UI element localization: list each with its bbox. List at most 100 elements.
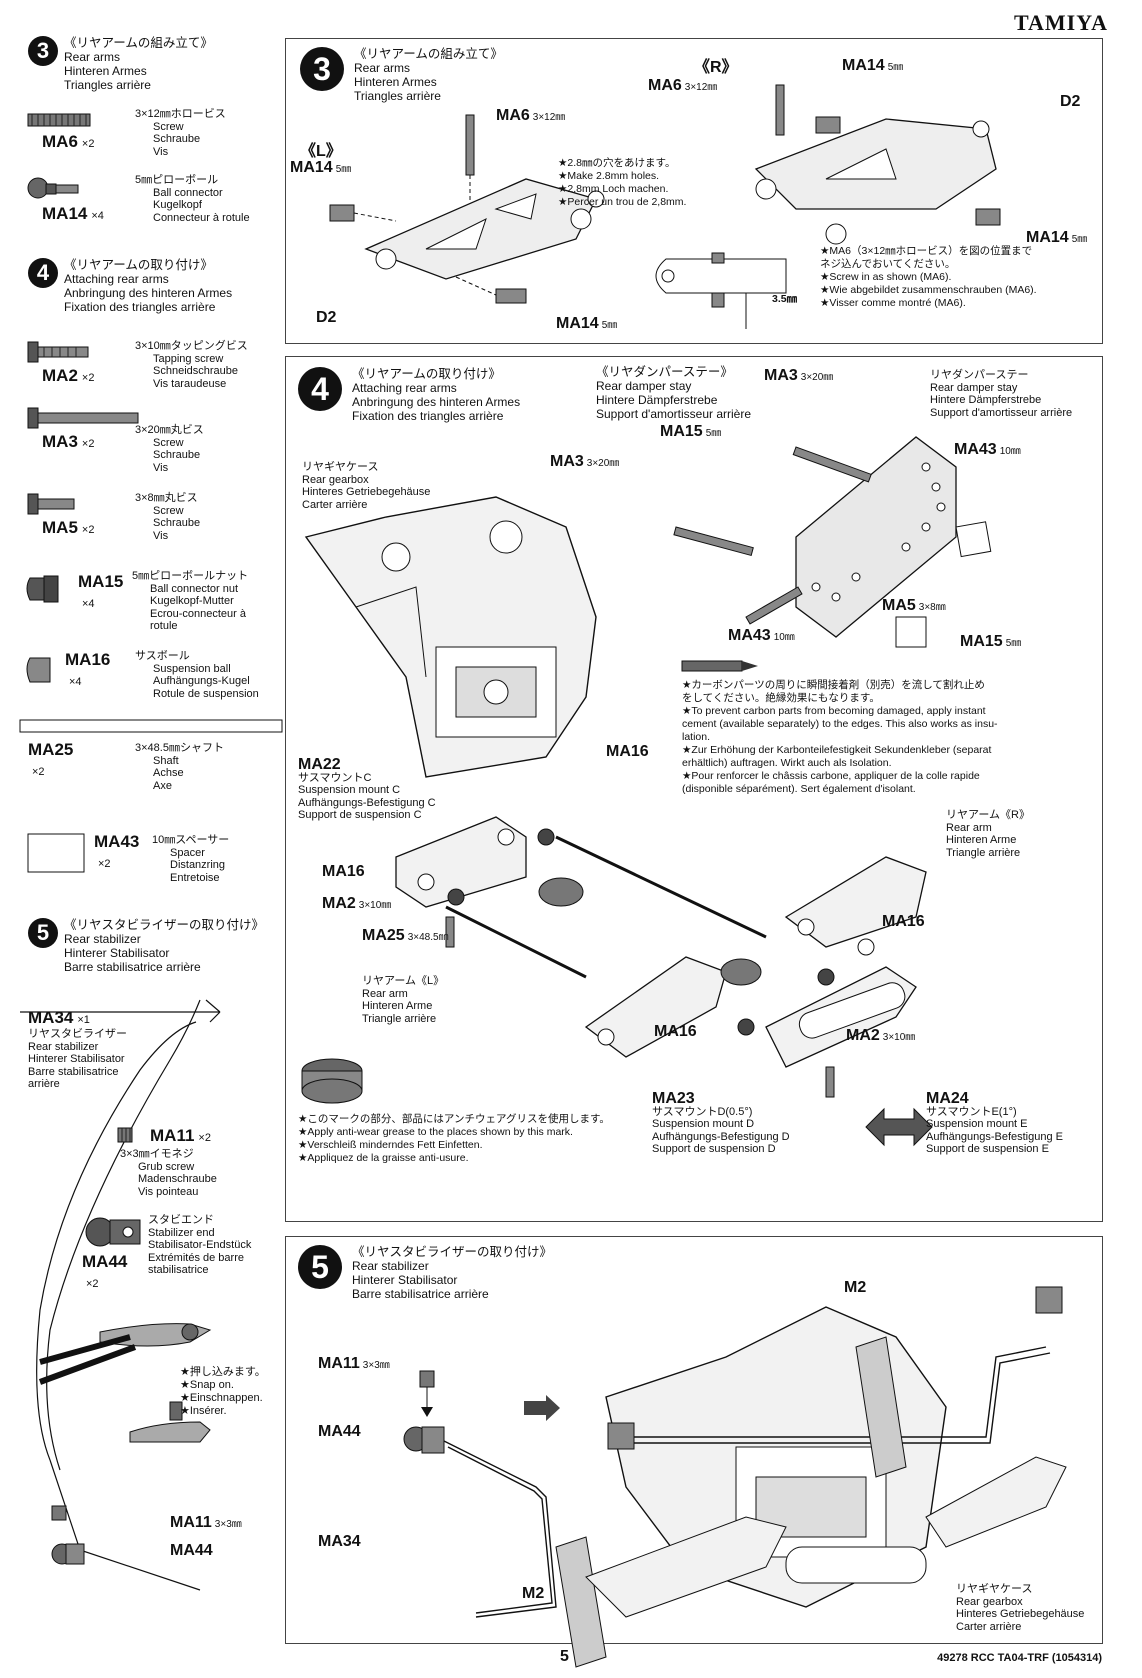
page-number: 5 (560, 1648, 569, 1665)
step-number-badge: 4 (28, 258, 58, 288)
part-qty: ×4 (91, 210, 104, 222)
heading-de: Hinteren Armes (354, 75, 437, 89)
label-ma3-top-size: 3×20㎜ (800, 372, 834, 383)
heading-fr: Triangles arrière (354, 89, 441, 103)
label-ma43-top-size: 10㎜ (999, 446, 1021, 457)
label-ma3-left: MA3 (550, 453, 584, 470)
step-number-badge: 5 (28, 918, 58, 948)
sidebar-step5-heading: 5 《リヤスタビライザーの取り付け》 Rear stabilizer Hinte… (28, 918, 264, 974)
label-ma5: MA5 (882, 597, 916, 614)
step4-panel: 4 《リヤアームの取り付け》 Attaching rear arms Anbri… (285, 356, 1103, 1222)
part-code: MA44 (82, 1252, 128, 1271)
step-number-badge: 5 (298, 1245, 342, 1289)
glue-applicator-icon (681, 660, 758, 672)
step-number-badge: 4 (298, 367, 342, 411)
dimension-label: 3.5㎜ (772, 293, 798, 305)
swap-arrow-icon (865, 1107, 933, 1147)
left-arm-tag: 《L》 (300, 143, 342, 160)
brand-logo: TAMIYA (1013, 10, 1108, 35)
part-code: MA11 (150, 1126, 195, 1145)
label-ma2-right: MA2 (846, 1027, 880, 1044)
spacer-icon (27, 833, 85, 873)
part-qty: ×1 (77, 1014, 90, 1026)
part-qty: ×2 (198, 1132, 211, 1144)
heading-en: Rear stabilizer (352, 1259, 429, 1273)
grease-mark-icon (301, 1058, 363, 1104)
snap-on-illustration (38, 1323, 212, 1443)
label-ma2-right-size: 3×10㎜ (882, 1032, 916, 1043)
left-arm-drawing (329, 114, 605, 304)
label-d2-right: D2 (1060, 93, 1081, 110)
instant-cement-note: ★カーボンパーツの周りに瞬間接着剤（別売）を流して割れ止めをしてください。絶縁効… (682, 679, 998, 795)
heading-en: Rear arms (354, 61, 411, 75)
screw-depth-detail (655, 252, 787, 329)
label-ma25: MA25 (362, 927, 405, 944)
part-code: MA2 (42, 366, 78, 385)
step-number-badge: 3 (300, 47, 344, 91)
part-qty: ×2 (81, 438, 95, 450)
heading-fr: Fixation des triangles arrière (64, 300, 216, 314)
stabilizer-end-icon (85, 1217, 141, 1247)
ball-connector-icon (27, 177, 79, 199)
heading-en: Attaching rear arms (352, 381, 457, 395)
snap-on-note: ★押し込みます。★Snap on.★Einschnappen.★Insérer. (180, 1366, 266, 1417)
part-qty: ×4 (69, 676, 82, 688)
heading-fr: Triangles arrière (64, 78, 151, 92)
part-qty: ×2 (81, 372, 95, 384)
sidebar-step4-heading: 4 《リヤアームの取り付け》 Attaching rear arms Anbri… (28, 258, 232, 314)
label-ma14-right-bottom-size: 5㎜ (1071, 234, 1088, 245)
label-ma2-left: MA2 (322, 895, 356, 912)
heading-jp: 《リヤスタビライザーの取り付け》 (352, 1245, 553, 1259)
ball-nut-icon (26, 575, 59, 603)
label-ma15-top-size: 5㎜ (705, 428, 722, 439)
step4-heading: 4 《リヤアームの取り付け》 Attaching rear arms Anbri… (298, 367, 520, 423)
label-m2-bottom: M2 (522, 1585, 545, 1602)
label-ma14-right-size: 5㎜ (887, 62, 904, 73)
label-ma15-top: MA15 (660, 423, 703, 440)
label-ma11: MA11 (318, 1355, 360, 1372)
part-code: MA6 (42, 132, 78, 151)
label-ma44: MA44 (318, 1423, 361, 1440)
heading-fr: Fixation des triangles arrière (352, 409, 504, 423)
label-ma14-bottom: MA14 (556, 315, 599, 332)
part-code: MA5 (42, 518, 78, 537)
sidebar-step3-heading: 3 《リヤアームの組み立て》 Rear arms Hinteren Armes … (28, 36, 213, 92)
part-qty: ×2 (86, 1278, 99, 1290)
part-qty: ×2 (81, 524, 95, 536)
part-code: MA34 (28, 1008, 74, 1027)
label-ma6-right: MA6 (648, 77, 682, 94)
step3-heading: 3 《リヤアームの組み立て》 Rear arms Hinteren Armes … (300, 47, 503, 103)
anti-wear-grease-note: ★このマークの部分、部品にはアンチウェアグリスを使用します。★Apply ant… (298, 1113, 610, 1164)
product-code: 49278 RCC TA04-TRF (1054314) (937, 1652, 1102, 1664)
label-ma14-bottom-size: 5㎜ (601, 320, 618, 331)
screw-icon (27, 493, 75, 515)
damper-stay-drawing (673, 436, 992, 648)
heading-de: Anbringung des hinteren Armes (352, 395, 521, 409)
label-ma14-right: MA14 (842, 57, 885, 74)
suspension-assembly-drawing (395, 816, 927, 1098)
heading-jp: 《リヤアームの組み立て》 (64, 36, 213, 50)
screw-icon (27, 113, 91, 127)
screw-in-note: ★MA6（3×12㎜ホロービス）を図の位置までネジ込んでおいてください。★Scr… (820, 245, 1037, 309)
label-ma14-right-bottom: MA14 (1026, 229, 1069, 246)
suspension-ball-icon (26, 657, 51, 683)
